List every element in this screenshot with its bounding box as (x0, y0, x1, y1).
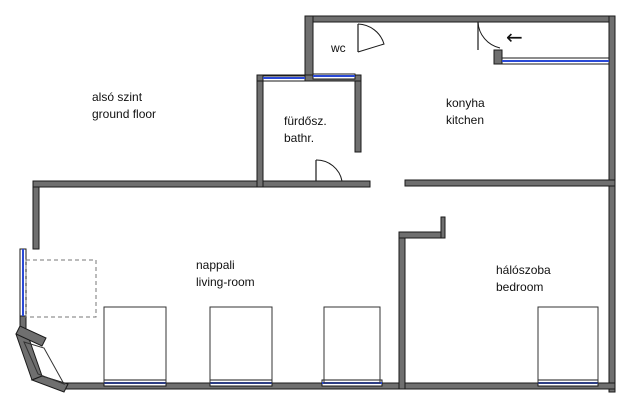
room-label-kitchen: konyha kitchen (446, 95, 485, 129)
wall-top (312, 15, 616, 23)
room-label-living-line2: living-room (196, 275, 255, 289)
furniture-3 (323, 306, 381, 384)
room-label-wc: wc (331, 40, 346, 57)
wall-bedroom-stub (398, 231, 446, 239)
wall-entrance-stub (493, 49, 503, 65)
floor-label: alsó szint ground floor (92, 89, 156, 123)
bay-inner (23, 341, 66, 385)
room-label-bathroom: fürdősz. bathr. (284, 113, 327, 147)
bay-dashed-area (25, 259, 97, 318)
wall-bedroom-left (398, 231, 406, 390)
room-label-kitchen-line1: konyha (446, 96, 485, 110)
wall-bathroom-right (354, 74, 362, 153)
room-label-living-line1: nappali (196, 258, 235, 272)
room-label-living: nappali living-room (196, 257, 255, 291)
door-bath-arc (315, 159, 343, 182)
room-label-wc-line1: wc (331, 41, 346, 55)
wall-wc-left (304, 15, 314, 79)
room-label-bathroom-line2: bathr. (284, 131, 315, 145)
wall-bathroom-left (256, 74, 264, 188)
floor-label-line2: ground floor (92, 107, 157, 121)
wall-left-upper (32, 180, 40, 250)
walls (15, 15, 616, 393)
room-label-bedroom-line1: hálószoba (496, 263, 551, 277)
wall-bedroom-post (440, 216, 446, 239)
furniture-1 (103, 306, 167, 384)
wall-bay-bottom (30, 375, 69, 393)
doors (315, 21, 501, 182)
door-wc-arc (357, 23, 385, 53)
room-label-bedroom-line2: bedroom (496, 280, 544, 294)
furniture-4 (537, 306, 599, 384)
furniture-2 (209, 306, 273, 384)
room-label-bedroom: hálószoba bedroom (496, 262, 551, 296)
wall-bay-top (15, 325, 47, 347)
wall-bathroom-top (256, 74, 362, 82)
wall-right (608, 15, 616, 393)
entrance-arrow: ← (506, 25, 523, 49)
door-entrance-arc (477, 21, 501, 49)
furniture (25, 259, 599, 384)
floor-label-line1: alsó szint (92, 90, 143, 104)
room-label-kitchen-line2: kitchen (446, 113, 485, 127)
wall-living-top (32, 180, 371, 188)
wall-kitchen-bedroom (404, 179, 616, 187)
room-label-bathroom-line1: fürdősz. (284, 114, 327, 128)
